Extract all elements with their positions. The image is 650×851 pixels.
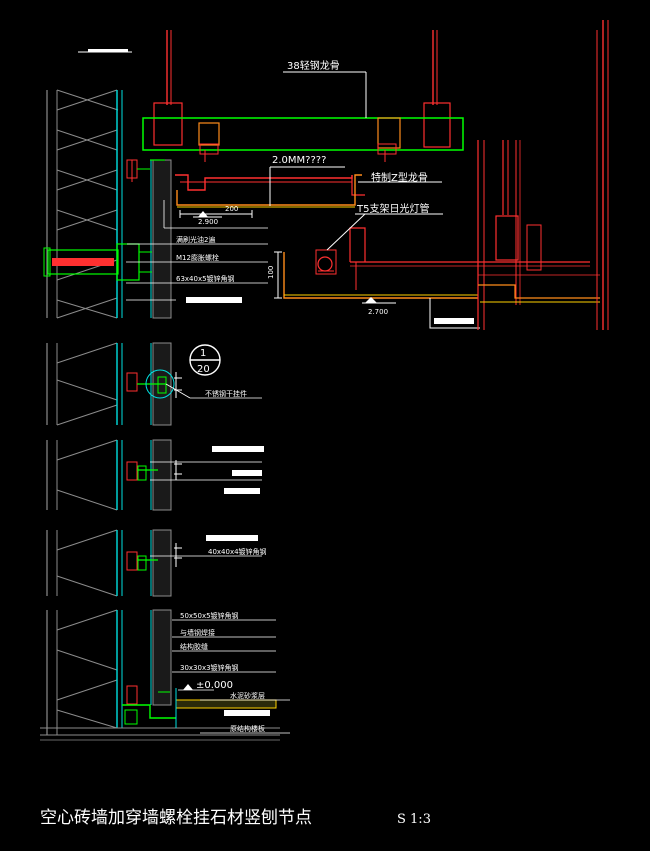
label-z-keel: 特制Z型龙骨 bbox=[371, 171, 428, 184]
wall-section-lower: 40x40x4镀锌角钢 bbox=[46, 529, 267, 597]
label-layer-2: M12膨胀螺栓 bbox=[176, 253, 219, 262]
label-base-2: 与墙钢焊接 bbox=[180, 628, 215, 637]
dim-100: 100 bbox=[267, 266, 275, 279]
label-base-3: 结构胶缝 bbox=[180, 642, 208, 651]
detail-number: 1 bbox=[200, 348, 206, 359]
elevation-base: ±0.000 bbox=[196, 680, 233, 691]
wall-section-middle bbox=[46, 439, 264, 511]
dim-200: 200 bbox=[225, 205, 238, 213]
label-gap-note: 2.0MM???? bbox=[272, 155, 326, 166]
drawing-title-block: 空心砖墙加穿墙螺栓挂石材竖刨节点 S 1:3 bbox=[40, 808, 431, 828]
label-base-5: 水泥砂浆层 bbox=[230, 691, 265, 700]
elevation-2700: 2.700 bbox=[368, 308, 388, 316]
label-base-6: 原结构楼板 bbox=[230, 724, 265, 733]
wall-section-base: 50x50x5镀锌角钢 与墙钢焊接 结构胶缝 30x30x3镀锌角钢 ±0.00… bbox=[40, 609, 290, 741]
label-t5-light: T5支架日光灯管 bbox=[356, 202, 429, 215]
label-stainless-pendant: 不锈钢干挂件 bbox=[205, 389, 247, 398]
label-base-1: 50x50x5镀锌角钢 bbox=[180, 611, 239, 620]
label-base-4: 30x30x3镀锌角钢 bbox=[180, 663, 239, 672]
top-reference-mark bbox=[78, 49, 132, 53]
ceiling-section: 38轻钢龙骨 2.0MM???? 特制Z型龙骨 200 2.900 bbox=[142, 20, 609, 330]
detail-sheet: 20 bbox=[197, 364, 210, 375]
label-angle-steel-2: 40x40x4镀锌角钢 bbox=[208, 547, 267, 556]
label-layer-1: 满刷光油2遍 bbox=[176, 235, 215, 244]
wall-section-pendant: 1 20 不锈钢干挂件 bbox=[46, 342, 262, 426]
drawing-scale: S 1:3 bbox=[397, 812, 431, 827]
elevation-2900: 2.900 bbox=[198, 218, 218, 226]
wall-section-top: 满刷光油2遍 M12膨胀螺栓 63x40x5镀锌角钢 bbox=[43, 89, 268, 319]
label-layer-3: 63x40x5镀锌角钢 bbox=[176, 274, 235, 283]
drawing-title: 空心砖墙加穿墙螺栓挂石材竖刨节点 bbox=[40, 808, 312, 828]
label-light-steel-keel: 38轻钢龙骨 bbox=[287, 59, 340, 72]
